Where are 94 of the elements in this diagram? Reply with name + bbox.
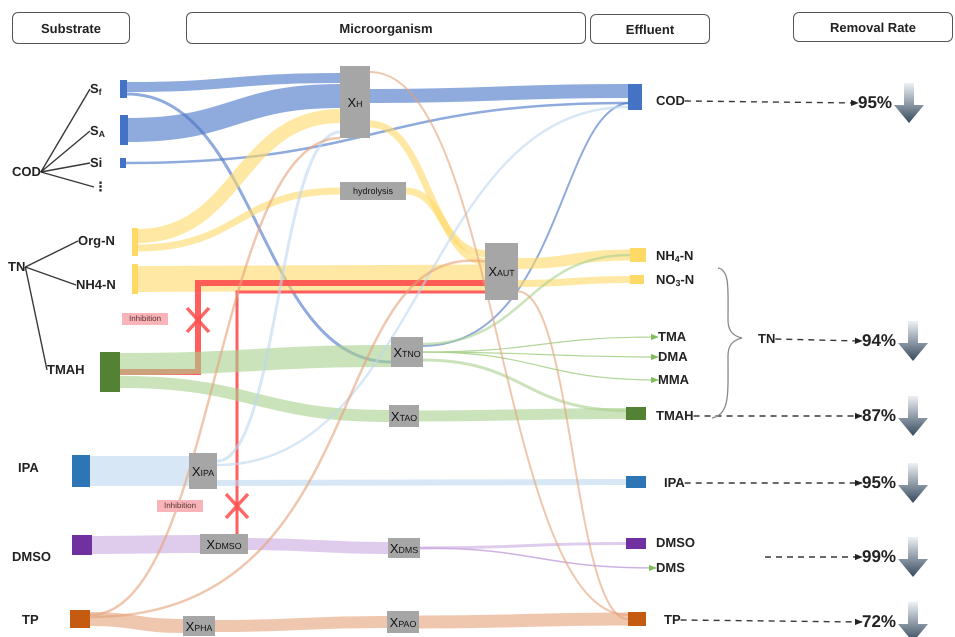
flow-bar <box>132 228 138 256</box>
dashed-arrow <box>775 338 863 344</box>
removal-percentage: 72% <box>862 612 896 632</box>
process-box: hydrolysis <box>340 182 406 200</box>
node-label: DMS <box>656 560 685 576</box>
flow-band <box>214 616 388 632</box>
flow-band <box>126 73 340 92</box>
node-label: TMAH <box>47 362 85 378</box>
flow-band <box>216 130 341 462</box>
node-label: TMAH <box>656 408 694 424</box>
flow-bar <box>132 264 138 294</box>
removal-percentage: 94% <box>862 331 896 351</box>
node-label: NH$_{4}$-N <box>656 248 694 264</box>
branch-line <box>40 130 90 173</box>
node-label: NO$_{3}$-N <box>656 272 694 288</box>
inhibition-line <box>120 280 485 375</box>
flow-bar <box>626 538 646 549</box>
node-label: NH4-N <box>76 277 116 293</box>
inhibition-line <box>236 290 485 534</box>
header-box: Microorganism <box>186 12 586 44</box>
node-label: TMA <box>658 329 686 345</box>
branch-line <box>25 266 76 286</box>
removal-percentage: 95% <box>858 93 892 113</box>
flow-bar <box>626 407 646 420</box>
header-box: Substrate <box>12 12 130 44</box>
flow-band <box>90 136 340 616</box>
removal-percentage: 95% <box>862 473 896 493</box>
node-label: TN <box>8 259 26 275</box>
dashed-arrow <box>684 100 859 106</box>
node-label: IPA <box>664 475 685 491</box>
node-label: IPA <box>18 460 39 476</box>
flow-band <box>90 260 486 618</box>
flow-band <box>216 106 628 466</box>
node-label: Org-N <box>78 233 115 249</box>
node-label: S$_{A}$ <box>90 123 106 139</box>
branch-line <box>40 162 90 173</box>
flow-bar <box>628 84 642 110</box>
flow-band <box>120 376 390 422</box>
flow-bar <box>70 610 90 628</box>
node-label: ⋮ <box>94 179 107 195</box>
branch-line <box>40 171 94 188</box>
node-label: S$_{f}$ <box>90 81 102 97</box>
flow-band <box>248 538 388 554</box>
node-label: DMSO <box>656 535 695 551</box>
flow-bar <box>72 455 90 487</box>
header-box: Removal Rate <box>793 12 953 42</box>
node-label: MMA <box>658 372 690 388</box>
flow-band <box>420 542 626 550</box>
node-label: TP <box>664 612 681 628</box>
flow-band <box>370 84 628 103</box>
removal-percentage: 87% <box>862 406 896 426</box>
node-label: DMSO <box>12 549 51 565</box>
flow-bar <box>100 352 120 392</box>
flow-bar <box>626 476 646 488</box>
flow-band <box>418 408 626 422</box>
flow-band <box>370 71 628 616</box>
flow-band <box>126 102 628 164</box>
flow-band <box>217 479 626 486</box>
flow-band <box>518 290 628 620</box>
flow-band <box>369 120 486 257</box>
flow-band <box>518 276 630 287</box>
inhibition-tag: Inhibition <box>157 500 204 512</box>
flow-band <box>422 102 628 347</box>
node-label: Si <box>90 155 102 171</box>
flow-band <box>137 109 341 243</box>
node-label: TN <box>758 331 776 347</box>
flow-band <box>138 188 340 252</box>
branch-line <box>40 88 91 172</box>
flow-bar <box>630 275 644 284</box>
flow-band <box>405 188 486 265</box>
flow-bar <box>630 248 646 262</box>
flow-band <box>418 612 628 628</box>
dashed-arrow <box>684 480 863 486</box>
flow-bar <box>72 535 92 555</box>
branch-line <box>24 266 48 370</box>
flow-bar <box>120 80 127 98</box>
node-label: DMA <box>658 349 688 365</box>
node-label: COD <box>12 164 41 180</box>
inhibition-tag: Inhibition <box>122 313 168 325</box>
flow-band <box>422 254 630 346</box>
flow-bar <box>120 115 128 145</box>
removal-percentage: 99% <box>862 547 896 567</box>
branch-line <box>25 240 78 268</box>
node-label: TP <box>22 612 39 628</box>
flow-bar <box>120 158 126 168</box>
flow-arrow <box>420 547 657 572</box>
header-box: Effluent <box>590 14 710 44</box>
dashed-arrow <box>694 412 863 420</box>
dashed-arrow <box>680 618 863 626</box>
dashed-arrow <box>765 554 863 560</box>
node-label: COD <box>656 93 685 109</box>
flow-bar <box>628 612 646 626</box>
flow-arrow <box>422 351 659 384</box>
flow-band <box>120 345 392 375</box>
